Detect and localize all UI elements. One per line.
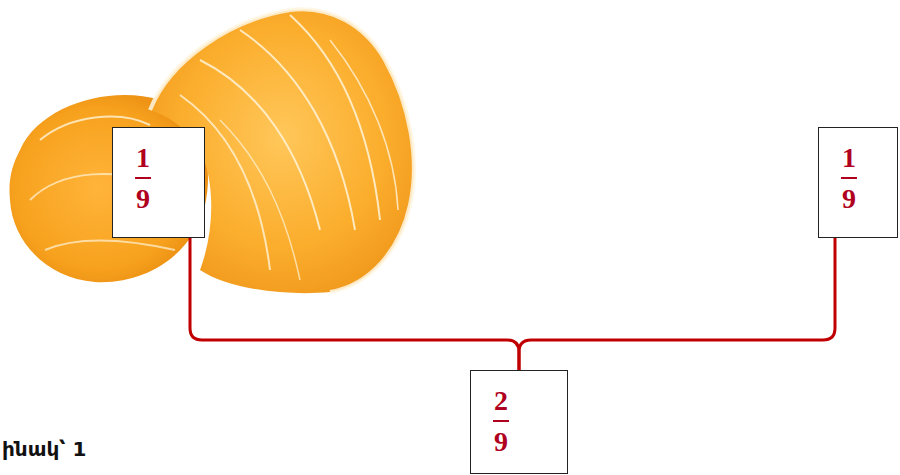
fraction-numerator: 1 [135, 142, 151, 179]
bracket-connector [519, 238, 835, 370]
example-label: ինակ՝ 1 [2, 437, 86, 461]
fraction-denominator: 9 [135, 179, 151, 215]
fraction: 19 [841, 142, 857, 215]
fraction-denominator: 9 [493, 422, 509, 458]
fraction-box: 19 [818, 127, 898, 238]
fraction: 19 [135, 142, 151, 215]
fraction-denominator: 9 [841, 179, 857, 215]
fraction-box: 19 [112, 127, 205, 238]
fraction-numerator: 2 [493, 385, 509, 422]
bracket-connector [190, 238, 519, 370]
fraction: 29 [493, 385, 509, 458]
fraction-box: 29 [470, 370, 568, 474]
fraction-numerator: 1 [841, 142, 857, 179]
